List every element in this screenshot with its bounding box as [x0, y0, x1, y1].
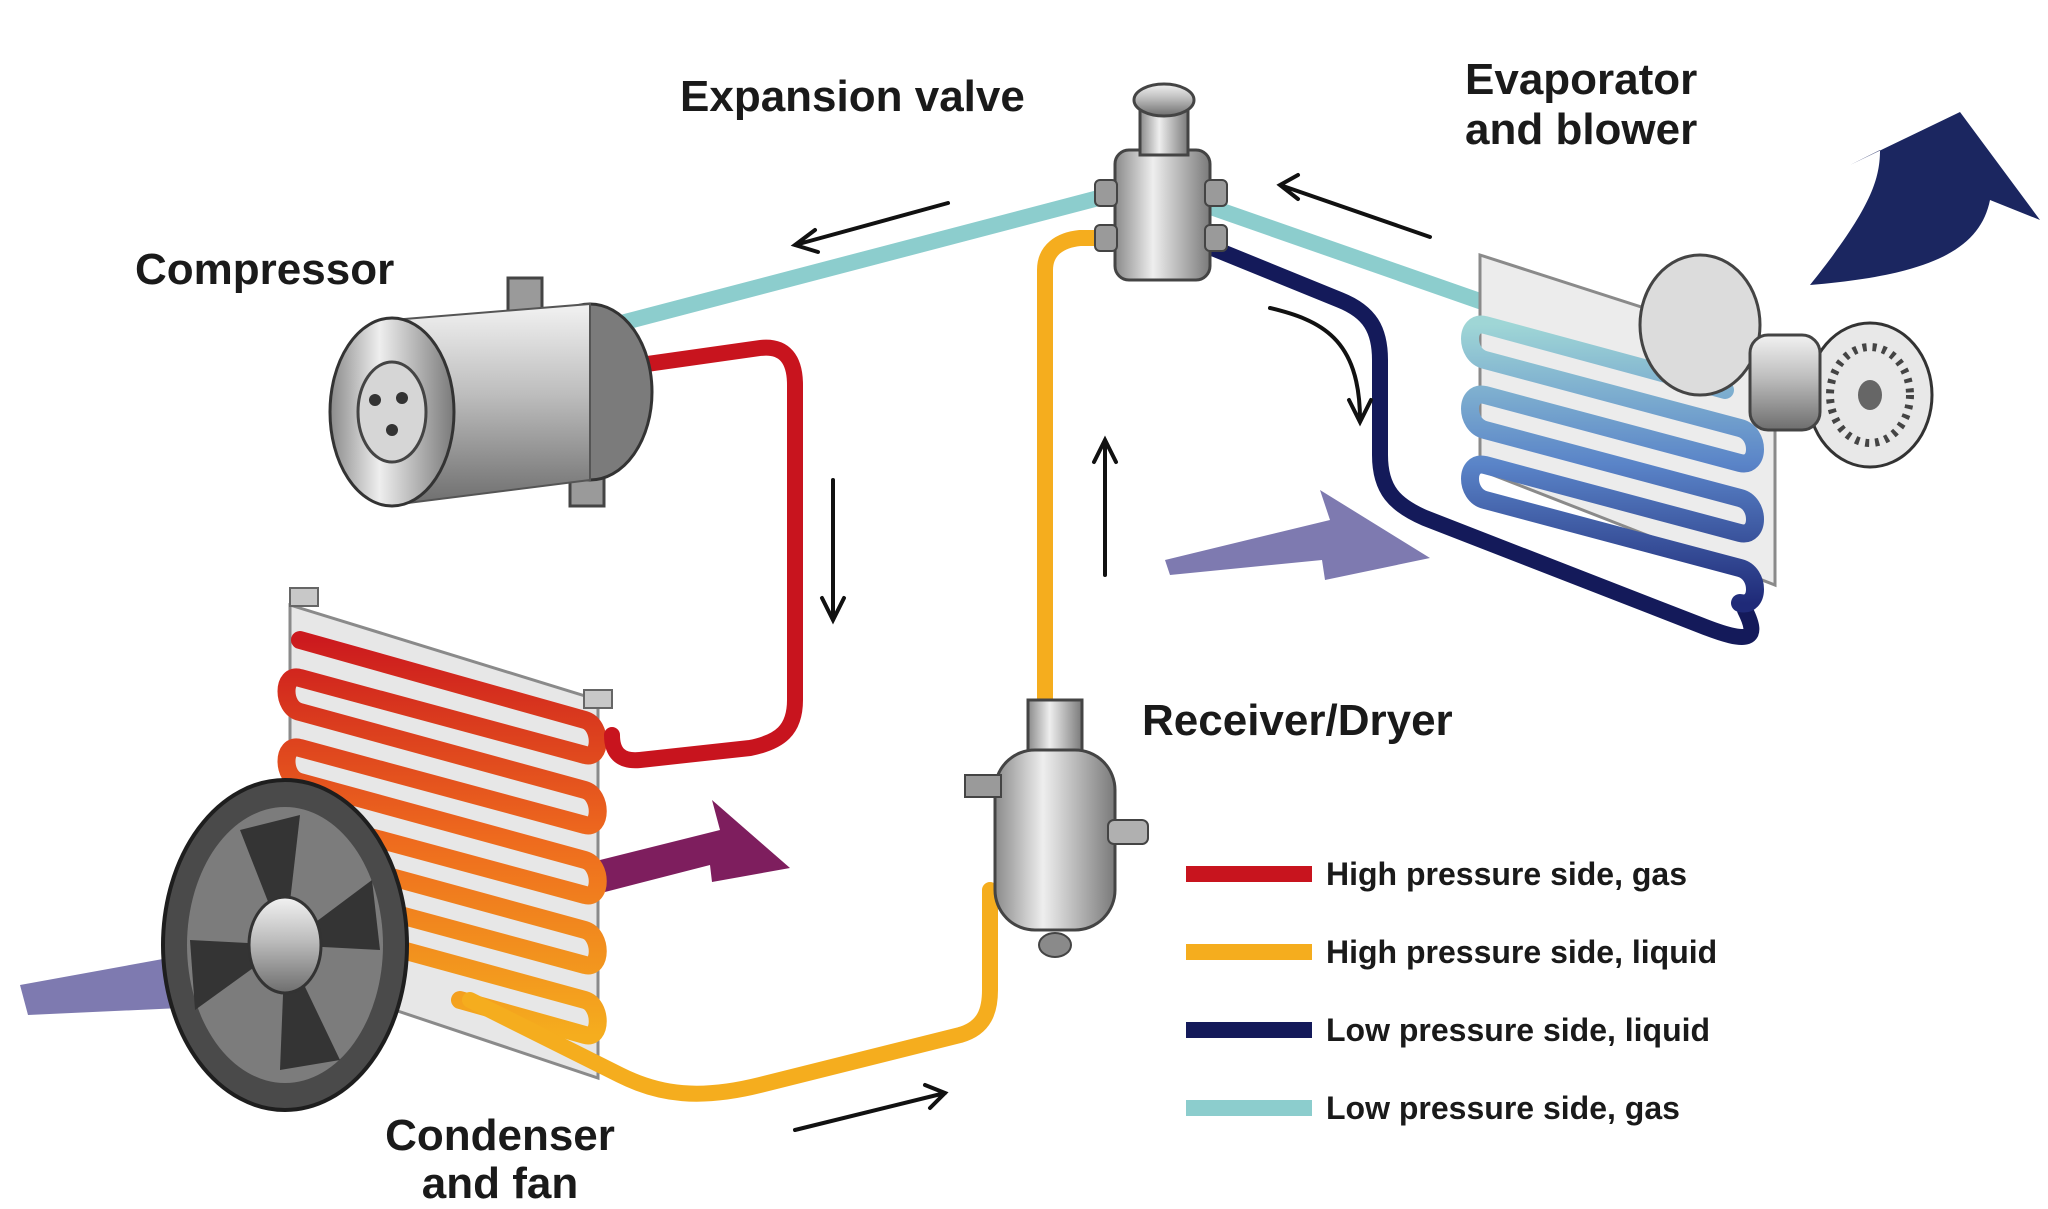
- line-valve-to-evaporator: [1197, 237, 1760, 645]
- valve-port: [1204, 224, 1228, 252]
- legend-label: High pressure side, liquid: [1326, 934, 1718, 970]
- flow-arrow-left: [790, 201, 950, 254]
- valve-cap: [1132, 82, 1196, 118]
- flow-arrow-curve: [1268, 306, 1373, 427]
- receiver-port: [1107, 819, 1149, 845]
- legend-swatch-high-gas: [1186, 866, 1312, 882]
- fan-hub: [247, 895, 323, 995]
- legend-label: Low pressure side, gas: [1326, 1090, 1680, 1126]
- blower-hub: [1858, 380, 1882, 410]
- compressor-unit: [328, 276, 654, 508]
- condenser-fan: [161, 778, 409, 1112]
- valve-port: [1094, 179, 1118, 207]
- evaporator-label-line1: Evaporator: [1465, 55, 1698, 104]
- flow-arrow-right: [793, 1083, 949, 1132]
- legend-swatch-low-liquid: [1186, 1022, 1312, 1038]
- evaporator-coil: [1461, 315, 1764, 613]
- receiver-body: [993, 748, 1117, 932]
- blower-unit: [1638, 253, 1934, 469]
- line-valve-to-compressor: [617, 187, 1118, 330]
- condenser-bracket: [289, 587, 319, 607]
- compressor-bolt: [386, 424, 398, 436]
- valve-port: [1204, 179, 1228, 207]
- legend-label: Low pressure side, liquid: [1326, 1012, 1711, 1048]
- compressor-bolt: [396, 392, 408, 404]
- valve-port: [1094, 224, 1118, 252]
- condenser-label-line1: Condenser: [385, 1111, 615, 1160]
- flow-arrow-up: [1092, 435, 1118, 577]
- receiver-bracket: [964, 774, 1002, 798]
- expansion-valve-label: Expansion valve: [680, 72, 1025, 121]
- line-receiver-to-valve: [1037, 230, 1118, 718]
- compressor-pulley: [356, 360, 428, 464]
- flow-arrows: [790, 173, 1432, 1132]
- evaporator-air-in-arrow: [1165, 490, 1430, 580]
- condenser-bracket: [583, 689, 613, 709]
- compressor-label: Compressor: [135, 245, 395, 294]
- receiver-dryer-unit: [964, 698, 1149, 958]
- line-condenser-to-receiver: [462, 882, 998, 1102]
- legend-swatch-high-liquid: [1186, 944, 1312, 960]
- condenser-label-line2: and fan: [421, 1159, 579, 1208]
- receiver-neck: [1026, 698, 1084, 757]
- compressor-bolt: [369, 394, 381, 406]
- legend-swatch-low-gas: [1186, 1100, 1312, 1116]
- receiver-bottom: [1038, 932, 1072, 958]
- expansion-valve-unit: [1094, 82, 1228, 282]
- evaporator-label-line2: and blower: [1465, 105, 1698, 154]
- blower-wheel-inner: [1826, 343, 1914, 447]
- condenser-hot-air-arrow: [600, 800, 790, 892]
- valve-body: [1113, 148, 1212, 282]
- evaporator-cool-air-arrow: [1810, 112, 2040, 285]
- receiver-dryer-label: Receiver/Dryer: [1142, 696, 1453, 745]
- blower-housing: [1638, 253, 1762, 397]
- line-compressor-to-condenser: [604, 339, 803, 769]
- blower-motor: [1748, 333, 1822, 432]
- legend-label: High pressure side, gas: [1326, 856, 1688, 892]
- flow-arrow-left: [1276, 173, 1432, 239]
- flow-arrow-down: [820, 478, 846, 625]
